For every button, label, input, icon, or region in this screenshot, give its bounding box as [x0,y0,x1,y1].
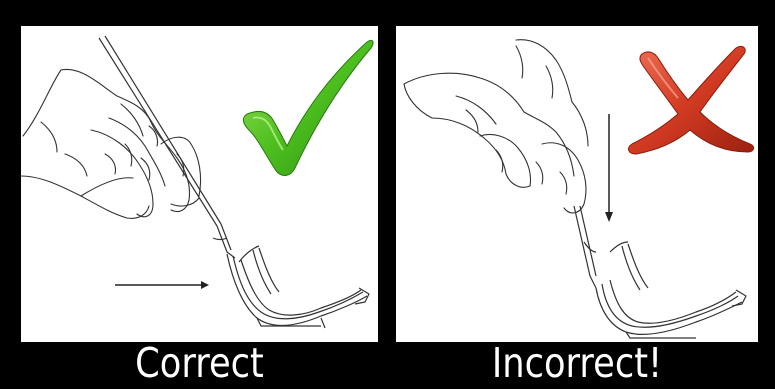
laryngoscope-handle [99,36,221,226]
laryngoscope-blade [213,224,369,328]
green-checkmark-icon [243,40,373,175]
incorrect-caption: Incorrect! [421,340,732,386]
incorrect-panel [396,26,758,342]
laryngoscope-blade [584,242,746,338]
hand-drawing [21,69,201,218]
correct-panel [21,26,378,342]
correct-caption: Correct [46,340,353,386]
red-x-icon [629,46,754,154]
incorrect-illustration [396,26,758,342]
correct-illustration [21,26,378,342]
hand-drawing [404,40,588,213]
direction-arrow-horizontal [115,281,209,289]
direction-arrow-vertical [605,114,613,222]
laryngoscope-handle [574,206,596,276]
